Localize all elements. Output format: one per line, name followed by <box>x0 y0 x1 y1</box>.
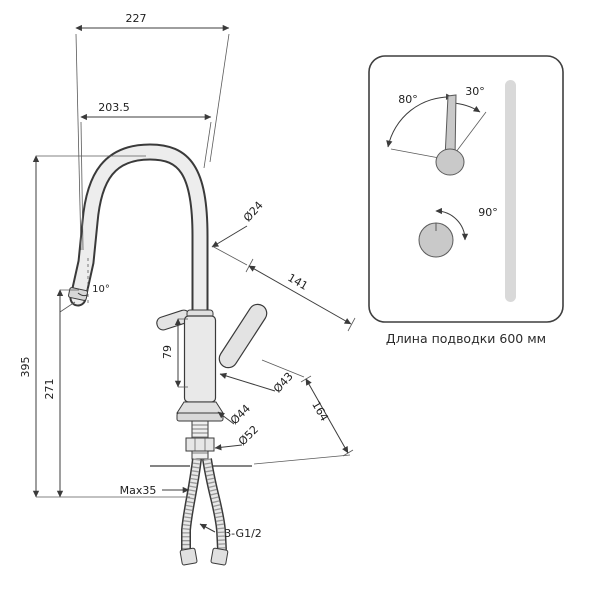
dim-lower-depth-label: 164 <box>309 399 331 424</box>
hose-fitting-right <box>210 547 229 566</box>
tilt-right-angle-label: 30° <box>465 85 485 98</box>
dim-spout-tube-diameter: Ø24 <box>211 199 266 248</box>
supply-hoses <box>179 458 229 566</box>
dim-max-deck-thickness: Max35 <box>120 484 190 497</box>
dim-upper-depth: 141 <box>211 245 356 332</box>
dim-handle-zone-height-label: 79 <box>161 345 174 359</box>
inset-reference-bar <box>505 80 516 302</box>
handle-rotation-diagram: 90° <box>418 206 498 258</box>
dim-body-diameter: Ø43 <box>219 370 296 396</box>
dim-spout-reach: 203.5 <box>80 101 212 251</box>
faucet-body <box>183 315 217 403</box>
dim-total-length: 227 <box>75 12 230 251</box>
hose-fitting-left <box>179 547 198 566</box>
hose-length-caption: Длина подводки 600 мм <box>386 331 546 346</box>
dim-flange-diameter: Ø52 <box>214 423 261 451</box>
mounting-base <box>176 401 224 460</box>
rotation-angle-label: 90° <box>478 206 498 219</box>
dim-spout-reach-label: 203.5 <box>98 101 130 114</box>
dim-outlet-height-label: 271 <box>43 379 56 400</box>
aerator-tip <box>68 287 88 301</box>
handle-tilt-diagram: 80° 30° <box>386 85 487 176</box>
dim-max-deck-thickness-label: Max35 <box>120 484 157 497</box>
tilt-left-angle-label: 80° <box>398 93 418 106</box>
dim-base-diameter-label: Ø44 <box>228 402 253 427</box>
dim-lower-depth: 164 <box>253 359 354 465</box>
dim-total-height-label: 395 <box>19 357 32 378</box>
spout-arc <box>68 143 209 343</box>
dim-body-diameter-label: Ø43 <box>271 370 296 396</box>
mixer-lever <box>218 303 268 369</box>
lever-pivot <box>435 148 465 176</box>
dim-outlet-height: 271 <box>43 289 79 498</box>
dim-spout-tube-diameter-label: Ø24 <box>241 199 266 225</box>
dim-total-length-label: 227 <box>126 12 147 25</box>
dim-flange-diameter-label: Ø52 <box>236 423 261 448</box>
dim-connection-thread-label: 3-G1/2 <box>224 527 262 540</box>
dim-outlet-angle-label: 10° <box>92 284 110 295</box>
dim-connection-thread: 3-G1/2 <box>199 523 262 540</box>
inset-panel: 80° 30° 90° Длина подводки 600 мм <box>368 55 564 346</box>
dim-upper-depth-label: 141 <box>285 271 310 293</box>
dim-handle-zone-height: 79 <box>161 318 188 388</box>
mounting-nut <box>185 437 215 452</box>
dimension-annotations: 227 203.5 Ø24 10° 141 <box>19 12 356 540</box>
